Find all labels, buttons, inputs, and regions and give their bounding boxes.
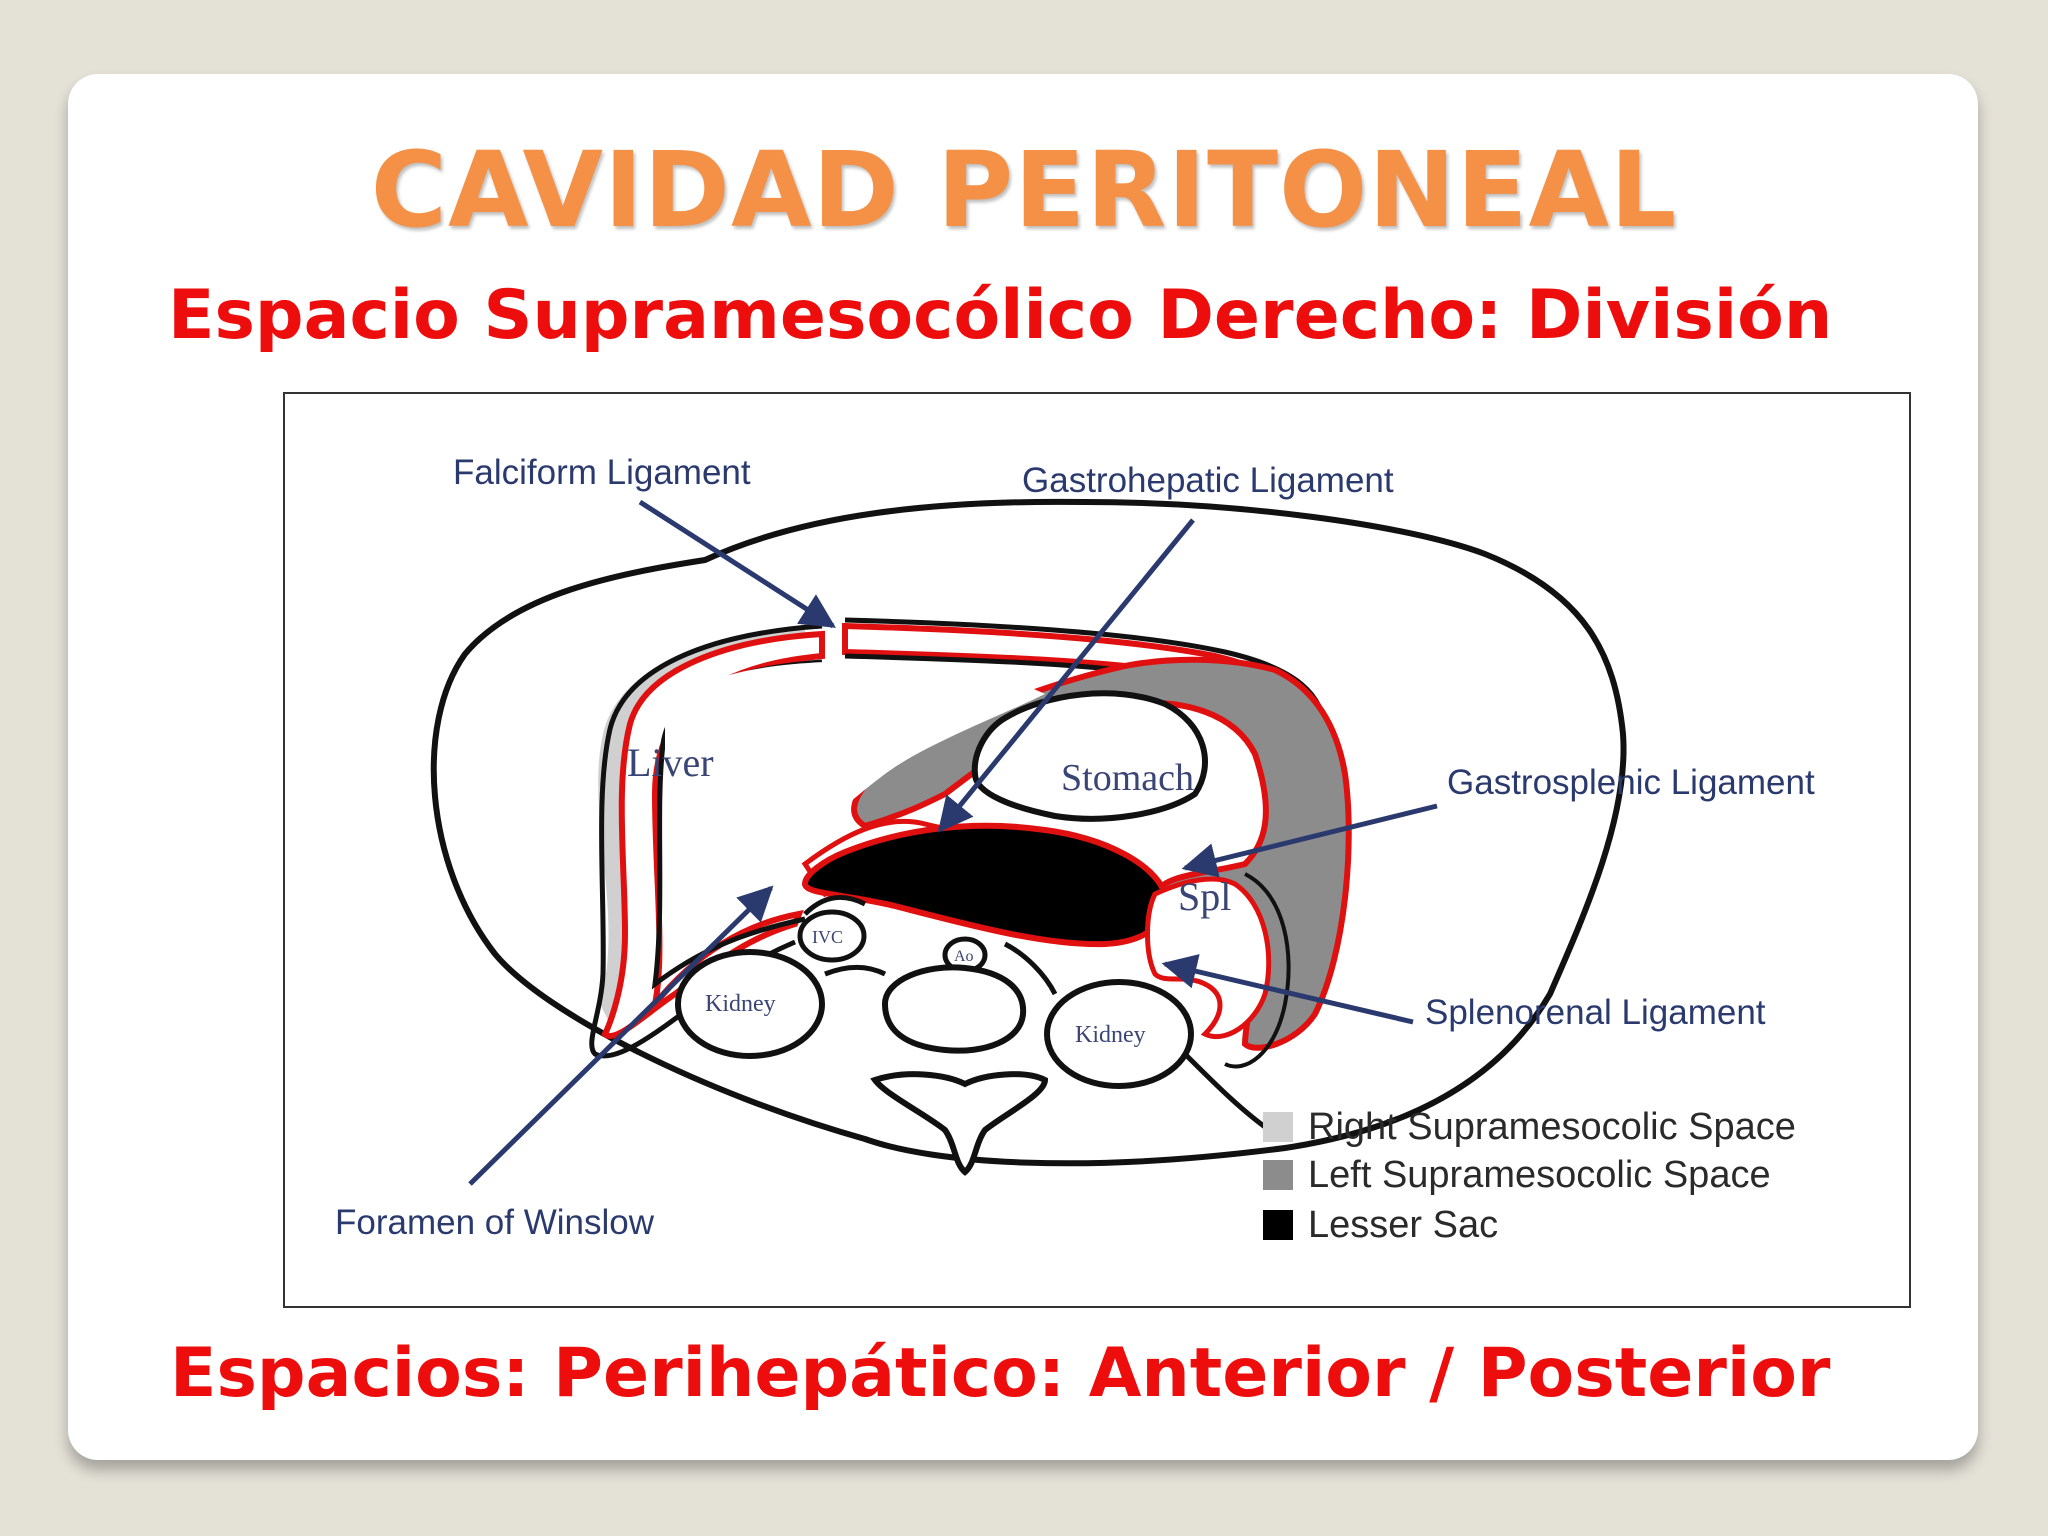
stomach — [971, 690, 1208, 822]
falciform-arrow — [638, 499, 836, 629]
spleen-label: Spl — [1178, 874, 1231, 919]
foramen-arrow — [468, 885, 774, 1186]
falciform-label: Falciform Ligament — [453, 453, 751, 492]
legend-label-right: Right Supramesocolic Space — [1308, 1106, 1796, 1148]
cross-section-svg: Falciform Ligament Gastrohepatic Ligamen… — [335, 453, 1815, 1246]
liver-lobe — [665, 662, 1045, 954]
kidney-left-label: Kidney — [1075, 1022, 1146, 1048]
legend-swatch-left — [1263, 1160, 1293, 1190]
vertebral-body — [881, 964, 1027, 1054]
anatomy-diagram: Falciform Ligament Gastrohepatic Ligamen… — [283, 392, 1911, 1308]
body-outline — [430, 498, 1627, 1167]
ivc-label: IVC — [812, 927, 843, 947]
kidney-left — [1044, 979, 1194, 1089]
gastrohepatic-arrow — [937, 518, 1195, 833]
spleen — [1145, 876, 1272, 1040]
stomach-label: Stomach — [1061, 757, 1194, 799]
foramen-label: Foramen of Winslow — [335, 1203, 655, 1242]
legend-swatch-right — [1263, 1112, 1293, 1142]
spleen-outline — [1224, 872, 1291, 1069]
posterior-contour — [803, 894, 1277, 1137]
ivc — [797, 909, 867, 963]
legend: Right Supramesocolic Space Left Suprames… — [1263, 1106, 1796, 1246]
lesser-sac — [801, 822, 1169, 948]
splenorenal-label: Splenorenal Ligament — [1425, 993, 1766, 1032]
slide-footer: Espacios: Perihepático: Anterior / Poste… — [170, 1334, 1831, 1413]
legend-swatch-lesser-sac — [1263, 1210, 1293, 1240]
vertebral-arch — [870, 1071, 1049, 1176]
legend-label-left: Left Supramesocolic Space — [1308, 1154, 1771, 1196]
liver-label: Liver — [627, 740, 714, 785]
slide-title: CAVIDAD PERITONEAL — [370, 129, 1678, 251]
kidney-right-label: Kidney — [705, 991, 776, 1017]
gastrosplenic-label: Gastrosplenic Ligament — [1447, 763, 1815, 802]
legend-label-lesser-sac: Lesser Sac — [1308, 1204, 1498, 1246]
kidney-right — [675, 949, 825, 1059]
aorta-label: Ao — [954, 948, 974, 965]
slide-subtitle: Espacio Supramesocólico Derecho: Divisió… — [168, 276, 1833, 355]
gastrohepatic-label: Gastrohepatic Ligament — [1022, 461, 1394, 500]
splenorenal-arrow — [1161, 954, 1414, 1025]
gastrosplenic-arrow — [1181, 803, 1438, 878]
